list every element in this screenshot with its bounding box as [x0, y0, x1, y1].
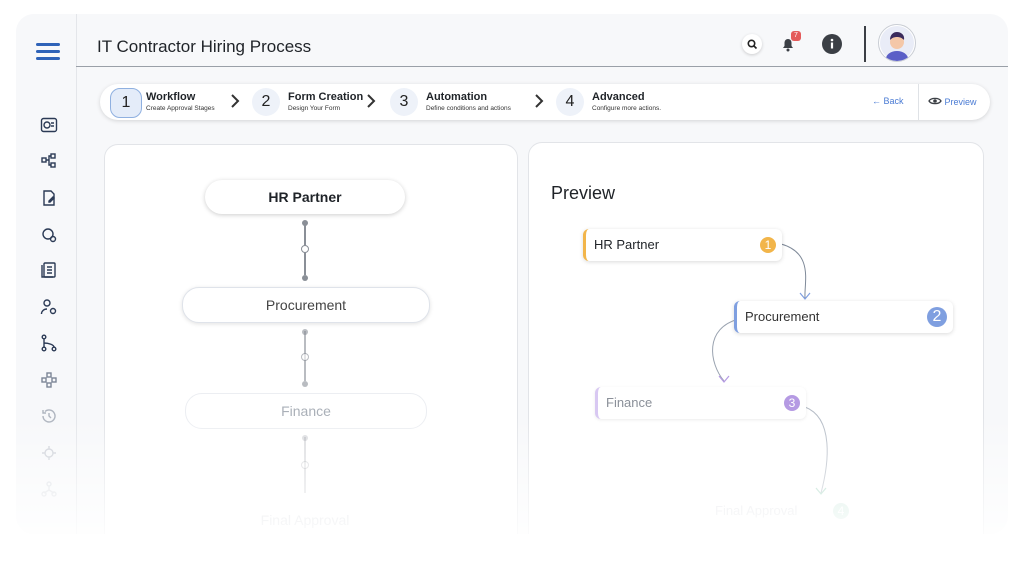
stage-node-finance[interactable]: Finance: [185, 393, 427, 429]
preview-card-hr-partner[interactable]: HR Partner 1: [583, 229, 782, 261]
add-stage-icon[interactable]: [301, 245, 309, 253]
notification-badge: 7: [791, 31, 801, 41]
notifications-button[interactable]: [778, 34, 798, 54]
step-wizard: 1 Workflow Create Approval Stages 2 Form…: [100, 84, 990, 120]
step-number: 2: [252, 88, 280, 116]
eye-icon: [928, 97, 945, 107]
step-number: 4: [556, 88, 584, 116]
step-subtitle: Design Your Form: [288, 105, 341, 112]
connector-dot: [302, 381, 308, 387]
step-subtitle: Create Approval Stages: [146, 105, 215, 112]
step-title: Form Creation: [288, 91, 364, 103]
step-subtitle: Define conditions and actions: [426, 105, 511, 112]
preview-panel: Preview HR Partner 1 Procurement 2 Finan…: [528, 142, 984, 534]
stage-number-badge: 1: [760, 237, 776, 253]
search-icon: [747, 39, 758, 50]
preview-card-label: Finance: [606, 395, 653, 410]
edit-document-icon[interactable]: [40, 189, 58, 207]
bell-icon: [783, 39, 793, 52]
search-button[interactable]: [742, 34, 762, 54]
preview-card-final-approval[interactable]: Final Approval 4: [707, 495, 855, 527]
back-button[interactable]: ← Back: [872, 96, 904, 106]
dashboard-icon[interactable]: [40, 116, 58, 134]
app-shell: IT Contractor Hiring Process 7 1 Workflo…: [16, 14, 1008, 534]
modules-icon[interactable]: [40, 371, 58, 389]
step-subtitle: Configure more actions.: [592, 105, 662, 112]
header-divider: [864, 26, 866, 62]
info-button[interactable]: [822, 34, 842, 54]
arrow-left-icon: ←: [872, 96, 881, 106]
settings-bulb-icon[interactable]: [40, 226, 58, 244]
preview-card-procurement[interactable]: Procurement 2: [734, 301, 953, 333]
connector-dot: [302, 275, 308, 281]
stage-node-final-approval[interactable]: Final Approval: [225, 503, 385, 534]
hierarchy-icon[interactable]: [40, 334, 58, 352]
preview-connectors: [712, 243, 828, 495]
stage-number-badge: 3: [784, 395, 800, 411]
workflow-icon[interactable]: [40, 152, 58, 170]
back-label: Back: [883, 96, 904, 106]
history-icon[interactable]: [40, 407, 58, 425]
chevron-right-icon: [534, 94, 544, 108]
preview-card-finance[interactable]: Finance 3: [595, 387, 806, 419]
step-number: 3: [390, 88, 418, 116]
stage-node-procurement[interactable]: Procurement: [182, 287, 430, 323]
integrations-icon[interactable]: [40, 444, 58, 462]
network-icon[interactable]: [40, 480, 58, 498]
preview-card-label: HR Partner: [594, 237, 660, 252]
preview-button[interactable]: Preview: [928, 96, 977, 107]
step-number: 1: [110, 88, 142, 118]
preview-title: Preview: [551, 183, 616, 203]
chevron-right-icon: [230, 94, 240, 108]
avatar[interactable]: [878, 24, 916, 62]
preview-label: Preview: [944, 97, 977, 107]
step-bar-divider: [918, 84, 919, 120]
chevron-right-icon: [366, 94, 376, 108]
stage-node-hr-partner[interactable]: HR Partner: [205, 180, 405, 214]
menu-icon[interactable]: [36, 43, 60, 61]
records-icon[interactable]: [40, 261, 58, 279]
stage-number-badge: 2: [927, 307, 947, 327]
stage-number-badge: 4: [833, 503, 849, 519]
sidebar: [16, 14, 77, 534]
header: IT Contractor Hiring Process 7: [76, 14, 1008, 67]
page-title: IT Contractor Hiring Process: [97, 37, 312, 56]
step-title: Advanced: [592, 91, 645, 103]
info-icon: [830, 38, 834, 49]
preview-card-label: Procurement: [745, 309, 820, 324]
preview-card-label: Final Approval: [715, 503, 798, 518]
user-settings-icon[interactable]: [40, 298, 58, 316]
add-stage-icon[interactable]: [301, 461, 309, 469]
step-title: Automation: [426, 91, 488, 103]
add-stage-icon[interactable]: [301, 353, 309, 361]
workflow-builder-panel: HR Partner Procurement Finance Final App…: [104, 144, 518, 534]
step-title: Workflow: [146, 91, 196, 103]
